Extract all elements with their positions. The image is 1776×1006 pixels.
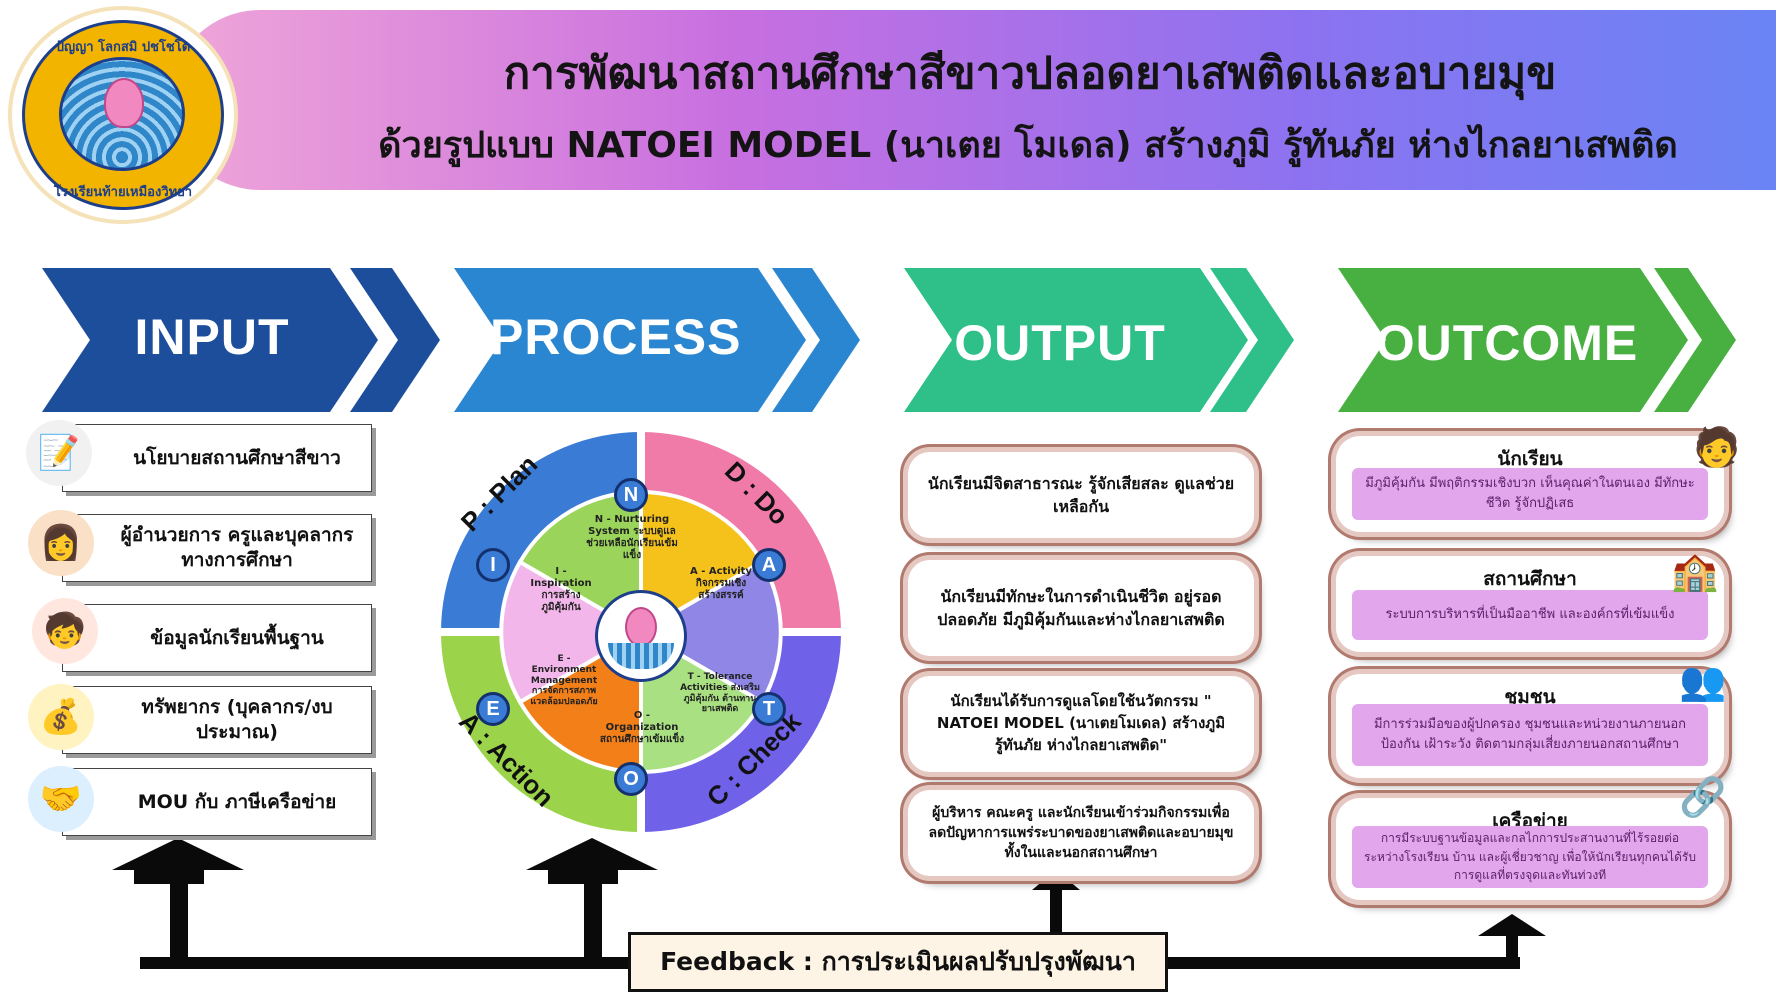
school-building-icon: 🏫 [1671, 548, 1719, 593]
segment-n-text: N - Nurturing System ระบบดูแลช่วยเหลือนั… [586, 514, 678, 561]
input-item-policy: นโยบายสถานศึกษาสีขาว [62, 424, 372, 492]
badge-o: O [614, 762, 648, 796]
badge-e: E [476, 692, 510, 726]
badge-t: T [752, 692, 786, 726]
wheel-center-logo [595, 590, 687, 682]
lotus-icon [104, 78, 144, 128]
feedback-label: Feedback : การประเมินผลปรับปรุงพัฒนา [628, 932, 1168, 992]
output-item: นักเรียนได้รับการดูแลโดยใช้นวัตกรรม " NA… [908, 676, 1254, 772]
input-item-label: ผู้อำนวยการ ครูและบุคลากร ทางการศึกษา [120, 524, 354, 571]
segment-o-text: O - Organization สถานศึกษาเข้มแข็ง [599, 710, 685, 745]
badge-n: N [614, 478, 648, 512]
outcome-body: มีภูมิคุ้มกัน มีพฤติกรรมเชิงบวก เห็นคุณค… [1352, 468, 1708, 520]
segment-t-text: T - Tolerance Activities ส่งเสริมภูมิคุ้… [680, 672, 760, 715]
community-people-icon: 👥 [1679, 658, 1727, 703]
stage-label-process: PROCESS [490, 309, 742, 365]
outcome-title: ชุมชน [1504, 686, 1556, 708]
outcome-body: การมีระบบฐานข้อมูลและกลไกการประสานงานที่… [1352, 826, 1708, 888]
outcome-card-school: สถานศึกษา ระบบการบริหารที่เป็นมืออาชีพ แ… [1336, 556, 1724, 652]
segment-i-text: I - Inspiration การสร้างภูมิคุ้มกัน [530, 566, 592, 613]
output-item: นักเรียนมีจิตสาธารณะ รู้จักเสียสละ ดูแลช… [908, 452, 1254, 538]
phase-action-label: A : Action [453, 705, 561, 813]
stage-label-outcome: OUTCOME [1375, 315, 1639, 371]
outcome-card-students: นักเรียน มีภูมิคุ้มกัน มีพฤติกรรมเชิงบวก… [1336, 436, 1724, 532]
network-people-icon: 🔗 [1679, 774, 1727, 819]
output-item: ผู้บริหาร คณะครู และนักเรียนเข้าร่วมกิจก… [908, 790, 1254, 876]
logo-school-name: โรงเรียนท้ายเหมืองวิทยา [53, 185, 193, 200]
input-item-student-data: ข้อมูลนักเรียนพื้นฐาน [62, 604, 372, 672]
page-title: การพัฒนาสถานศึกษาสีขาวปลอดยาเสพติดและอบา… [503, 48, 1557, 99]
lotus-icon [625, 607, 657, 647]
input-item-label: MOU กับ ภาษีเครือข่าย [137, 790, 337, 813]
output-text: ผู้บริหาร คณะครู และนักเรียนเข้าร่วมกิจก… [928, 804, 1234, 862]
input-item-resources: ทรัพยากร (บุคลากร/งบประมาณ) [62, 686, 372, 754]
school-logo: ปัญญา โลกสมิ ปชโชโต โรงเรียนท้ายเหมืองวิ… [8, 6, 238, 224]
outcome-body: มีการร่วมมือของผู้ปกครอง ชุมชนและหน่วยงา… [1352, 704, 1708, 766]
outcome-body: ระบบการบริหารที่เป็นมืออาชีพ และองค์กรที… [1352, 590, 1708, 640]
coins-icon: 💰 [28, 684, 94, 750]
input-item-staff: ผู้อำนวยการ ครูและบุคลากร ทางการศึกษา [62, 514, 372, 582]
outcome-card-community: ชุมชน มีการร่วมมือของผู้ปกครอง ชุมชนและห… [1336, 674, 1724, 778]
outcome-card-network: เครือข่าย การมีระบบฐานข้อมูลและกลไกการปร… [1336, 798, 1724, 900]
input-item-label: นโยบายสถานศึกษาสีขาว [133, 446, 341, 469]
outcome-title: สถานศึกษา [1483, 568, 1577, 590]
badge-a: A [752, 548, 786, 582]
phase-plan-label: P : Plan [454, 448, 544, 538]
stage-label-output: OUTPUT [954, 315, 1166, 371]
student-icon: 🧒 [32, 598, 98, 664]
policy-document-icon: 📝 [26, 420, 92, 486]
output-text: นักเรียนมีจิตสาธารณะ รู้จักเสียสละ ดูแลช… [927, 473, 1235, 516]
student-idea-icon: 🧑 [1693, 424, 1741, 469]
school-logo-ring: ปัญญา โลกสมิ ปชโชโต โรงเรียนท้ายเหมืองวิ… [22, 20, 224, 210]
segment-e-text: E - Environment Management การจัดการสภาพ… [530, 654, 598, 708]
logo-emblem [59, 57, 185, 171]
water-icon [608, 643, 674, 669]
page-subtitle: ด้วยรูปแบบ NATOEI MODEL (นาเตย โมเดล) สร… [378, 125, 1678, 166]
input-item-label: ข้อมูลนักเรียนพื้นฐาน [150, 626, 324, 649]
outcome-title: นักเรียน [1497, 448, 1563, 470]
input-item-label: ทรัพยากร (บุคลากร/งบประมาณ) [141, 696, 333, 743]
stage-label-input: INPUT [134, 309, 290, 365]
output-text: นักเรียนมีทักษะในการดำเนินชีวิต อยู่รอด … [937, 586, 1225, 629]
input-item-mou: MOU กับ ภาษีเครือข่าย [62, 768, 372, 836]
header-banner [170, 10, 1776, 190]
logo-motto: ปัญญา โลกสมิ ปชโชโต [55, 40, 191, 55]
badge-i: I [476, 548, 510, 582]
output-text: นักเรียนได้รับการดูแลโดยใช้นวัตกรรม " NA… [936, 692, 1226, 754]
teacher-icon: 👩 [28, 510, 94, 576]
mou-icon: 🤝 [28, 766, 94, 832]
phase-do-label: D : Do [718, 455, 795, 531]
phase-check-label: C : Check [700, 706, 807, 813]
output-item: นักเรียนมีทักษะในการดำเนินชีวิต อยู่รอด … [908, 560, 1254, 656]
segment-a-text: A - Activity กิจกรรมเชิงสร้างสรรค์ [690, 566, 752, 601]
